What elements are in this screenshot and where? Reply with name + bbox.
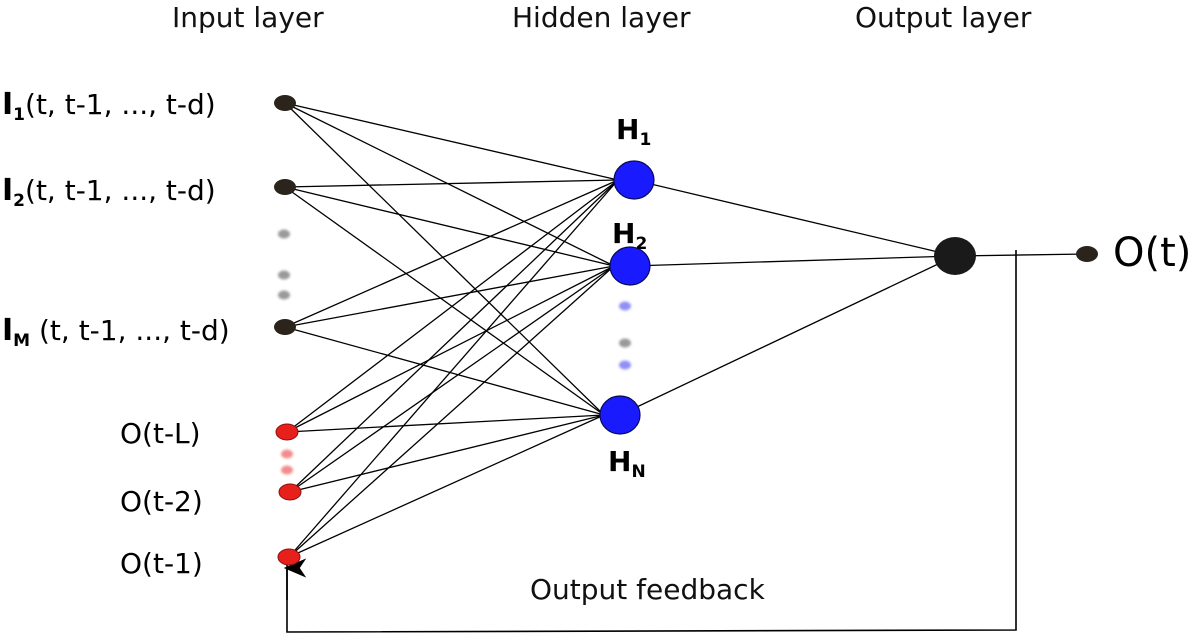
edge-in4-h0 [289,179,619,493]
connection-edges [284,102,1088,558]
edge-in0-h1 [284,102,615,267]
input-node-1 [274,95,296,111]
edge-in2-h1 [284,265,615,328]
ellipsis-dots [278,229,631,475]
hidden-ellipsis-dot [619,338,631,348]
output-feedback-caption: Output feedback [530,573,765,606]
edge-in5-h1 [288,265,615,558]
edge-in1-h0 [284,179,619,188]
edge-in4-h2 [289,414,605,493]
hidden-node-3 [599,395,641,435]
feedback-node-1 [275,423,299,441]
input-ellipsis-dot [278,290,290,300]
edge-in3-h0 [286,179,619,433]
output-layer-title: Output layer [855,1,1032,34]
edge-in1-h2 [284,186,605,416]
input-ellipsis-dot [278,270,290,280]
input-node-3 [274,319,296,335]
input-node-label-m: IM (t, t-1, ..., t-d) [2,313,230,351]
input-node-label-1: I1(t, t-1, ..., t-d) [2,87,216,125]
edge-h0-out [633,179,956,257]
edge-in2-h2 [284,326,605,416]
edge-in4-h1 [289,265,615,493]
feedback-ellipsis-dot [281,465,293,475]
hidden-node-1 [613,160,655,200]
edge-in5-h0 [288,179,619,558]
edge-h1-out [629,255,956,267]
hidden-node-label-n: HN [608,445,646,482]
input-node-label-2: I2(t, t-1, ..., t-d) [2,173,216,211]
network-nodes [274,95,1098,566]
feedback-node-2 [278,483,302,501]
hidden-node-label-2: H2 [612,217,648,254]
edge-h2-out [619,255,956,416]
edge-in1-h1 [284,186,615,267]
edge-out-ot [954,253,1088,257]
hidden-node-label-1: H1 [616,113,652,150]
feedback-node-label-l: O(t-L) [120,417,201,450]
input-layer-title: Input layer [172,1,324,34]
input-ellipsis-dot [278,229,290,239]
feedback-node-label-1: O(t-1) [120,547,203,580]
feedback-path [283,250,1017,633]
edge-in0-h0 [284,102,619,181]
edge-in3-h1 [286,265,615,433]
output-label: O(t) [1113,230,1192,276]
edge-in3-h2 [286,414,605,433]
feedback-node-3 [277,548,301,566]
feedback-node-label-2: O(t-2) [120,485,203,518]
edge-in2-h0 [284,179,619,328]
edge-in5-h2 [288,414,605,558]
edge-in0-h2 [284,102,605,416]
input-node-2 [274,179,296,195]
output-node [934,237,976,275]
feedback-ellipsis-dot [281,449,293,459]
output-value-node [1076,246,1098,262]
hidden-ellipsis-dot [619,360,631,370]
hidden-node-2 [609,246,651,286]
hidden-layer-title: Hidden layer [512,1,691,34]
hidden-ellipsis-dot [619,301,631,311]
